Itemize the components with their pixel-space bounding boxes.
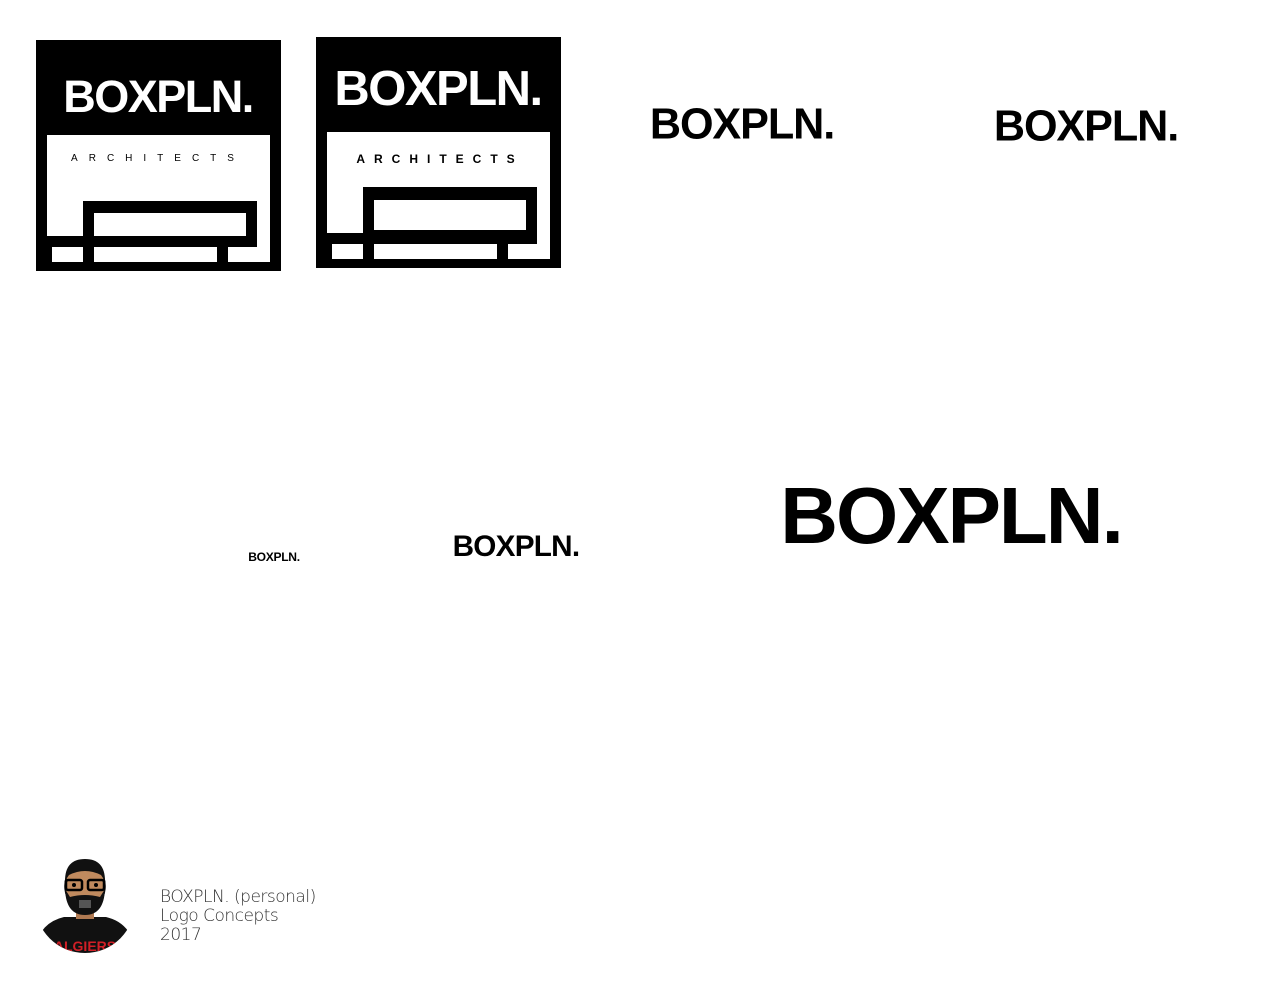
caption-year: 2017 <box>160 925 202 945</box>
wordmark: BOXPLN. <box>248 550 300 564</box>
wordmark: BOXPLN. <box>994 103 1178 151</box>
logo-concept-black-top-bold: BOXPLN. ARCHITECTS <box>316 37 561 268</box>
logo-concept-large: BOXPLN. <box>780 471 1124 560</box>
wordmark: BOXPLN. <box>780 471 1122 560</box>
logo-concept-tiny: BOXPLN. <box>248 550 300 564</box>
logo-concept-yellow: BOXPLN. <box>650 101 835 149</box>
tagline: ARCHITECTS <box>356 152 523 166</box>
wordmark: BOXPLN. <box>650 101 834 149</box>
caption-title: BOXPLN. (personal) <box>160 887 316 907</box>
avatar-shirt-text: ALGIERS <box>54 938 116 953</box>
wordmark: BOXPLN. <box>63 71 253 122</box>
tagline: ARCHITECTS <box>71 153 245 164</box>
logo-concept-white: BOXPLN. <box>994 103 1179 151</box>
author-avatar: ALGIERS <box>35 859 135 953</box>
caption-subtitle: Logo Concepts <box>160 906 279 926</box>
wordmark: BOXPLN. <box>453 530 580 563</box>
logo-concept-small: BOXPLN. <box>453 530 581 563</box>
wordmark: BOXPLN. <box>334 62 541 116</box>
logo-concept-black-top-light: BOXPLN. ARCHITECTS <box>36 40 281 271</box>
caption: BOXPLN. (personal) Logo Concepts 2017 <box>160 888 316 945</box>
